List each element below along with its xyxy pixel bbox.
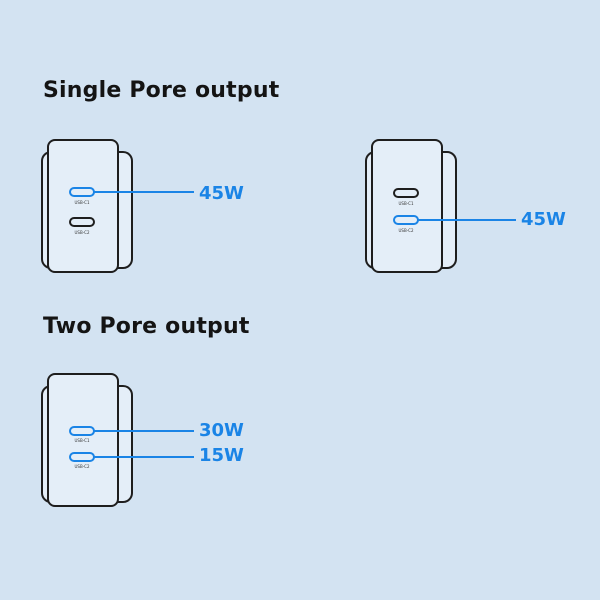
- charger-body: [47, 373, 119, 507]
- output-label-15w: 15W: [199, 445, 244, 466]
- port-label-usb-c1: USB-C1: [75, 438, 90, 443]
- section-title-two-port: Two Pore output: [43, 314, 250, 339]
- usb-c-port-icon: [69, 452, 95, 462]
- port-label-usb-c1: USB-C1: [75, 200, 90, 205]
- output-label-45w: 45W: [521, 209, 566, 230]
- port-label-usb-c1: USB-C1: [399, 201, 414, 206]
- charger-body: [47, 139, 119, 273]
- usb-c-port-icon: [69, 426, 95, 436]
- charger-two-port: USB-C1 USB-C2: [41, 373, 194, 507]
- usb-c-port-icon: [393, 188, 419, 198]
- output-label-45w: 45W: [199, 183, 244, 204]
- usb-c-port-icon: [393, 215, 419, 225]
- charger-single-port-1: USB-C1 USB-C2: [41, 139, 194, 273]
- port-label-usb-c2: USB-C2: [399, 228, 414, 233]
- output-label-30w: 30W: [199, 420, 244, 441]
- port-label-usb-c2: USB-C2: [75, 230, 90, 235]
- charger-body: [371, 139, 443, 273]
- usb-c-port-icon: [69, 187, 95, 197]
- charger-single-port-2: USB-C1 USB-C2: [365, 139, 516, 273]
- section-title-single-port: Single Pore output: [43, 78, 280, 103]
- usb-c-port-icon: [69, 217, 95, 227]
- port-label-usb-c2: USB-C2: [75, 464, 90, 469]
